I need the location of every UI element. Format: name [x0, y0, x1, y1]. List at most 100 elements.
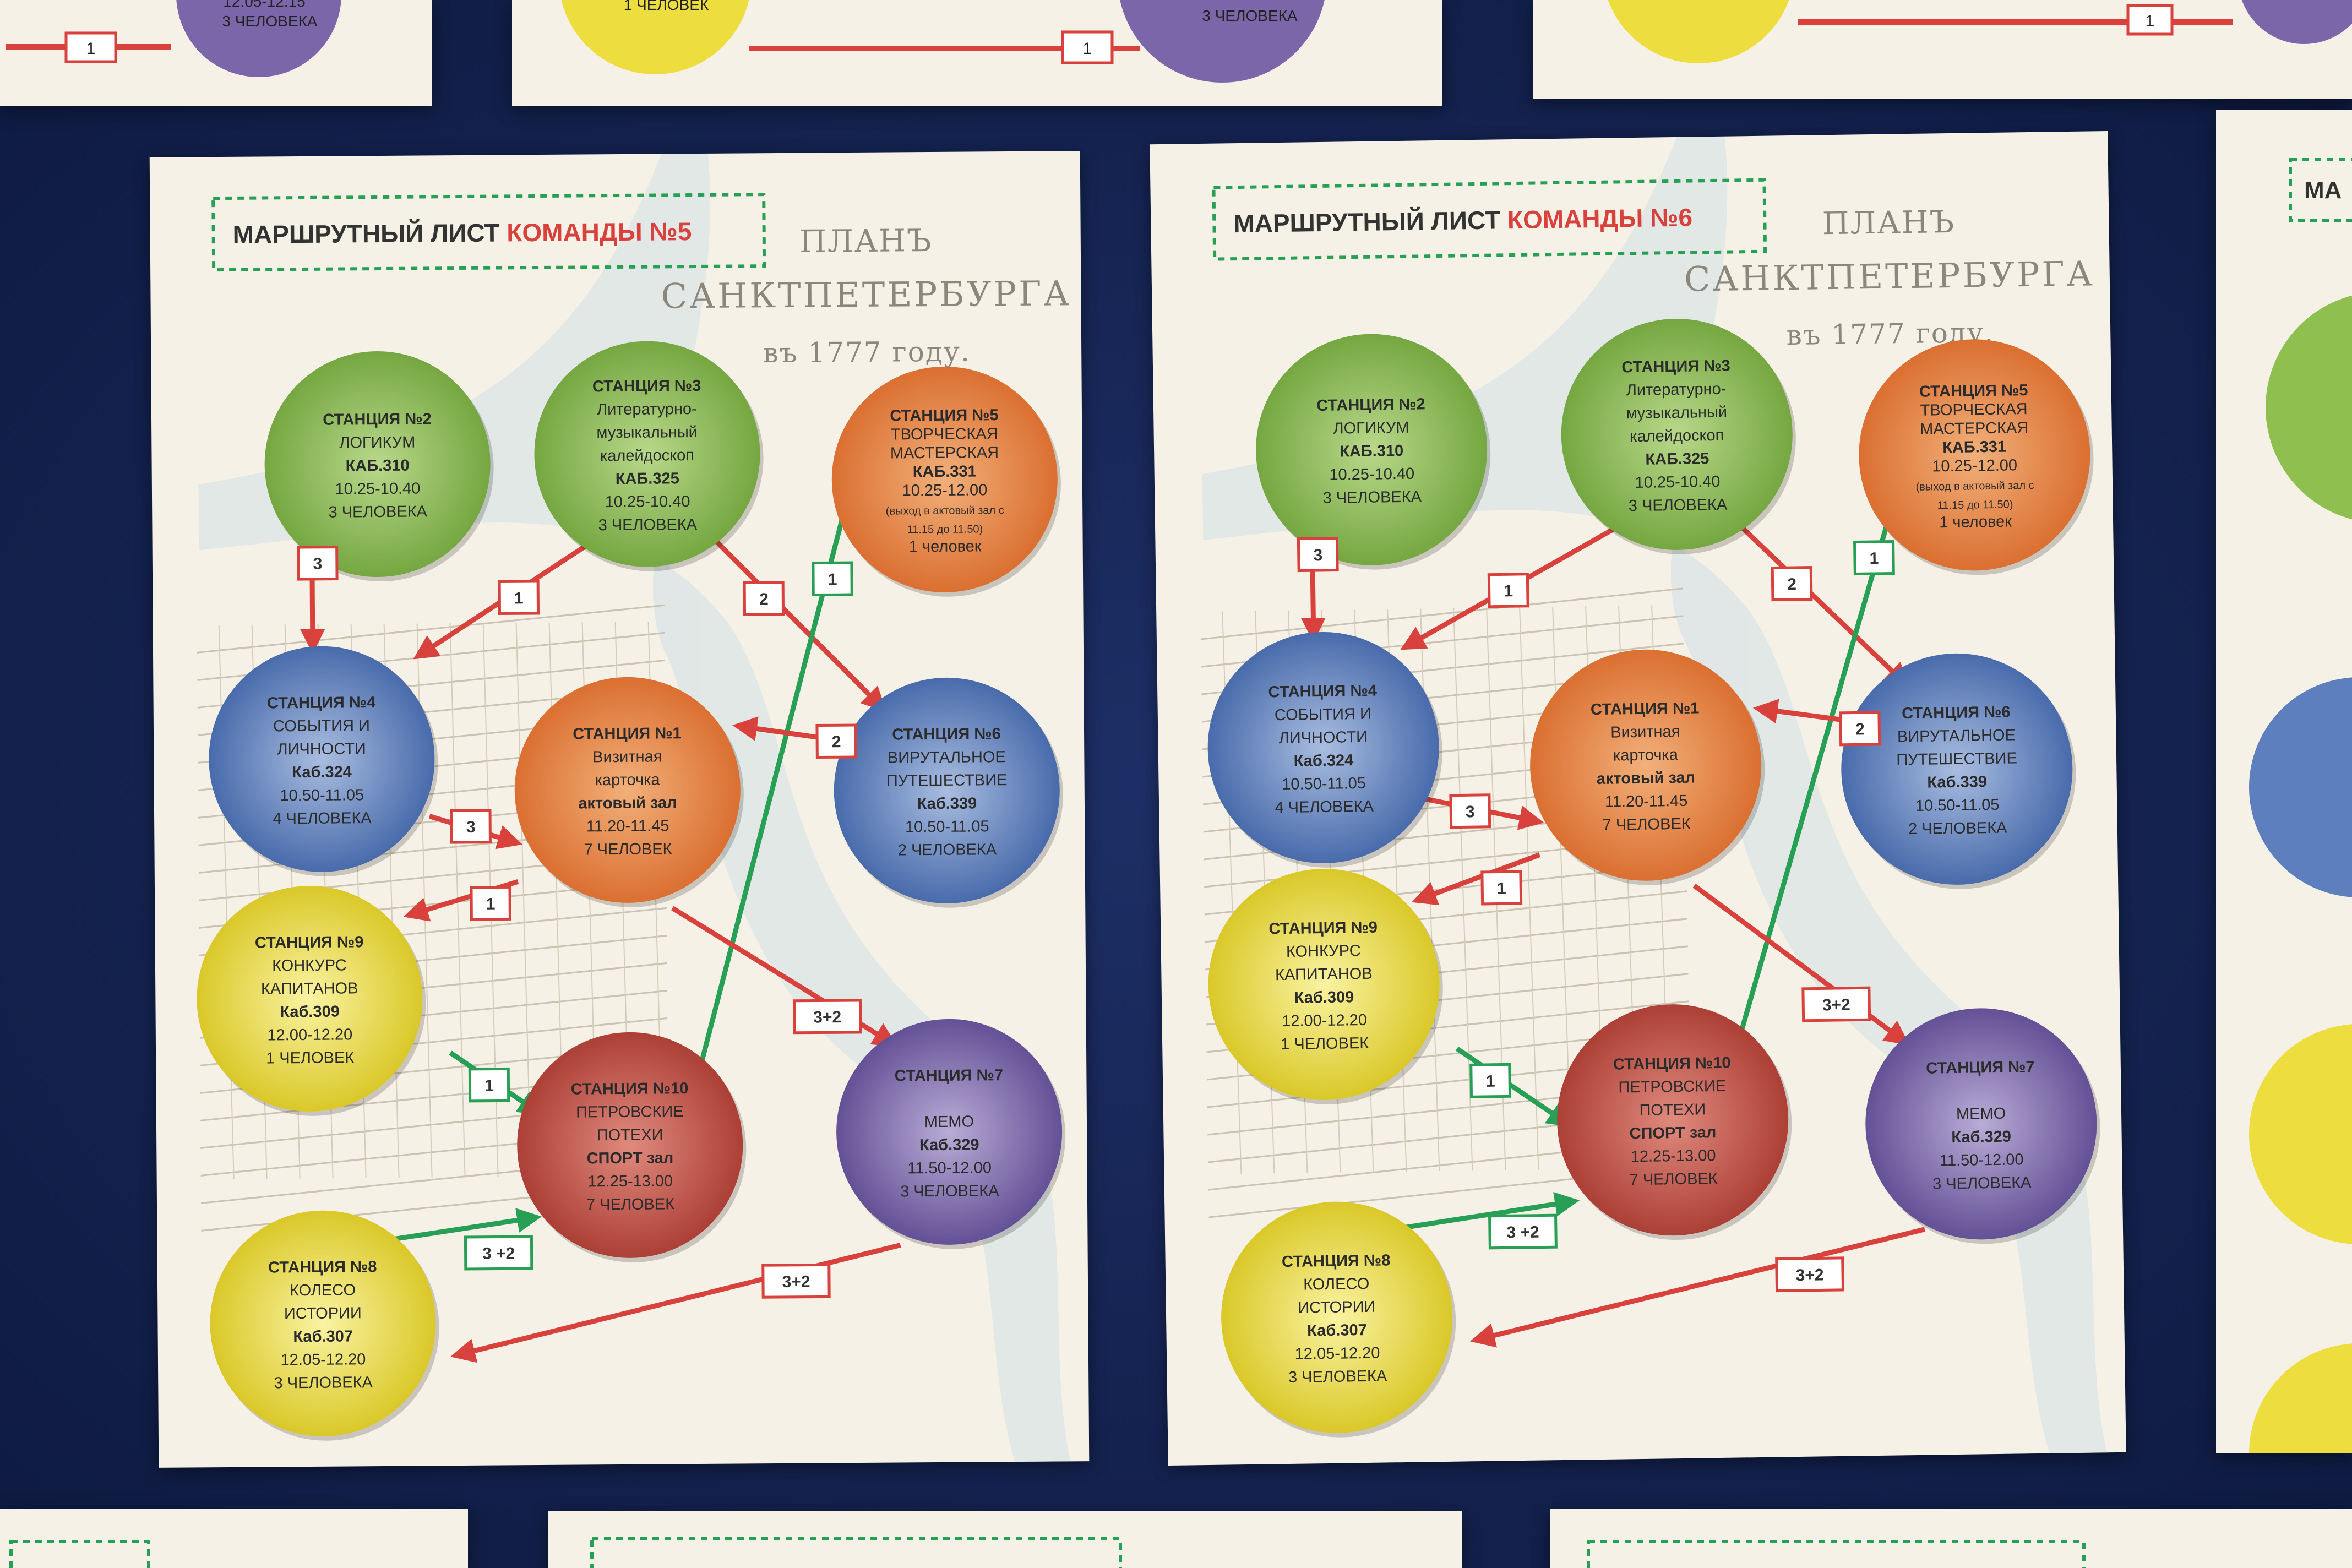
station-line: ИСТОРИИ: [1298, 1298, 1375, 1317]
station-line: 4 ЧЕЛОВЕКА: [1275, 798, 1374, 817]
station-text: 3 ЧЕЛОВЕКА: [1202, 7, 1298, 24]
station-line: СТАНЦИЯ №1: [1591, 699, 1700, 718]
arrow-label: 3+2: [813, 1008, 841, 1026]
arrow-label-box: [815, 723, 857, 759]
station-line: СПОРТ зал: [1629, 1124, 1716, 1142]
station-line: 12.05-12.20: [1294, 1344, 1380, 1363]
station-line: СПОРТ зал: [586, 1149, 673, 1167]
station-circle: [1208, 868, 1440, 1100]
station-line: 12.25-13.00: [587, 1172, 673, 1190]
arrow-label: 2: [832, 733, 841, 751]
partial-sheet-top-right: 1: [1533, 0, 2352, 99]
station-s8: СТАНЦИЯ №8КОЛЕСОИСТОРИИКаб.30712.05-12.2…: [1221, 1201, 1456, 1438]
station-line: Каб.329: [919, 1136, 979, 1154]
station-line: МАСТЕРСКАЯ: [1920, 419, 2028, 438]
station-line: КАБ.310: [346, 457, 410, 475]
station-line: Визитная: [592, 748, 662, 766]
station-circle: [534, 341, 760, 567]
station-line: СТАНЦИЯ №3: [1621, 357, 1730, 377]
station-line: 11.15 до 11.50): [907, 523, 983, 536]
arrow-label-box: [498, 580, 540, 616]
station-line: МАСТЕРСКАЯ: [890, 444, 999, 462]
map-street: [197, 604, 665, 654]
station-s6: СТАНЦИЯ №6ВИРУТАЛЬНОЕПУТЕШЕСТВИЕКаб.3391…: [1841, 653, 2076, 889]
station-line: Каб.309: [1294, 988, 1354, 1007]
station-circle: [1608, 0, 1789, 63]
station-line: 3 ЧЕЛОВЕКА: [1932, 1174, 2032, 1193]
station-line: СТАНЦИЯ №3: [592, 377, 701, 395]
station-s9: СТАНЦИЯ №9КОНКУРСКАПИТАНОВКаб.30912.00-1…: [197, 885, 426, 1116]
station-s3: СТАНЦИЯ №3Литературно-музыкальныйкалейдо…: [1561, 318, 1796, 554]
arrow-label-box: [468, 1067, 510, 1103]
station-line: ТВОРЧЕСКАЯ: [1920, 400, 2028, 420]
station-circle: [210, 1210, 436, 1436]
arrow-label: 2: [1855, 720, 1865, 738]
station-line: КАБ.331: [913, 462, 977, 481]
station-circle: [1865, 1008, 2097, 1240]
station-circle: [1530, 649, 1762, 881]
map-street: [1453, 608, 1473, 1171]
arrow-label: 1: [1486, 1072, 1495, 1091]
arrow-label-box: [1449, 793, 1491, 829]
title-team: КОМАНДЫ №5: [507, 217, 692, 247]
station-circle: [836, 1019, 1063, 1245]
station-line: 10.25-10.40: [1329, 465, 1414, 484]
station-line: КАПИТАНОВ: [1275, 965, 1373, 984]
map-title-line: ПЛАНЪ: [1822, 204, 1955, 242]
arrow-label: 3 +2: [1506, 1223, 1539, 1242]
map-title-line: САНКТПЕТЕРБУРГА: [1684, 253, 2095, 299]
station-line: СТАНЦИЯ №6: [1902, 704, 2011, 723]
arrow-label: 1: [484, 1077, 494, 1095]
station-line: СТАНЦИЯ №8: [268, 1258, 377, 1276]
station-line: 11.20-11.45: [1605, 792, 1688, 811]
arrow-label-box: [761, 1263, 831, 1299]
route-arrow: [1379, 1191, 1580, 1234]
station-line: КОЛЕСО: [290, 1281, 356, 1299]
station-line: ТВОРЧЕСКАЯ: [891, 425, 998, 443]
station-line: 12.05-12.20: [280, 1351, 366, 1369]
station-line: КОНКУРС: [1286, 942, 1361, 961]
station-line: СТАНЦИЯ №7: [895, 1066, 1004, 1085]
arrow-label: 1: [1497, 879, 1506, 897]
station-line: СТАНЦИЯ №2: [1316, 395, 1425, 415]
station-line: 10.25-12.00: [1932, 456, 2017, 475]
arrow-label: 1: [2146, 12, 2155, 30]
station-line: СТАНЦИЯ №9: [1268, 919, 1378, 938]
station-circle: [1557, 1004, 1789, 1236]
partial-sheet-top-left: 12.05-12.15 3 ЧЕЛОВЕКА 1: [0, 0, 432, 106]
station-line: музыкальный: [596, 423, 698, 442]
station-circle: [2241, 0, 2352, 44]
station-line: 2 ЧЕЛОВЕКА: [1908, 819, 2007, 839]
station-line: ИСТОРИИ: [284, 1304, 362, 1322]
arrow-label: 1: [828, 570, 837, 589]
route-arrow: [1412, 852, 1540, 906]
station-text: 12.05-12.15: [223, 0, 305, 10]
station-line: ПУТЕШЕСТВИЕ: [1896, 749, 2017, 769]
station-line: СТАНЦИЯ №7: [1926, 1058, 2035, 1077]
arrow-label: 1: [1083, 40, 1092, 58]
map-street: [1200, 587, 1683, 640]
arrow-label-box: [792, 999, 862, 1035]
station-line: СТАНЦИЯ №2: [323, 410, 432, 428]
station-line: СОБЫТИЯ И: [273, 717, 370, 735]
title-frame: [1212, 178, 1767, 261]
map-title-line: въ 1777 году.: [763, 336, 971, 369]
station-line: ЛИЧНОСТИ: [277, 740, 366, 758]
title-team: КОМАНДЫ №6: [1507, 203, 1693, 235]
arrow-label: 1: [86, 40, 96, 58]
partial-sheet-right-edge: МА: [2216, 110, 2352, 1453]
title-text: МАРШРУТНЫЙ ЛИСТ КОМАНДЫ №6: [1233, 203, 1692, 238]
station-line: 11.50-12.00: [1940, 1151, 2024, 1169]
station-circle: [561, 0, 749, 74]
station-circle: [176, 0, 341, 77]
station-line: 12.00-12.20: [267, 1026, 352, 1044]
station-line: 7 ЧЕЛОВЕК: [584, 840, 672, 858]
station-s5: СТАНЦИЯ №5ТВОРЧЕСКАЯМАСТЕРСКАЯКАБ.33110.…: [831, 366, 1061, 597]
